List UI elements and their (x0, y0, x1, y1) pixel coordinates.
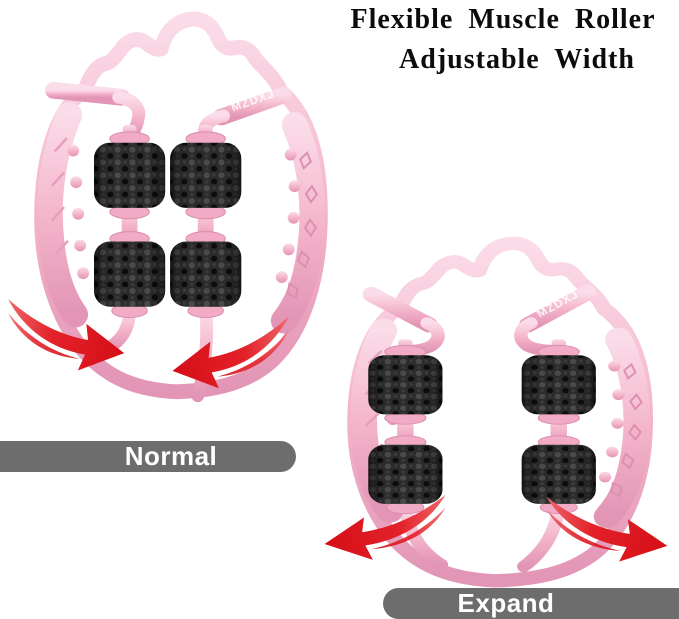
roll-inward-arrow-right (172, 316, 289, 389)
roller-stack-right (170, 124, 242, 319)
roller-stack-left (368, 339, 443, 515)
roll-inward-arrow-left (8, 298, 125, 371)
roller-stack-right (521, 339, 596, 515)
grip-slash-marks (51, 137, 69, 255)
title-line-1: Flexible Muscle Roller (350, 4, 656, 35)
expand-outward-arrow-left (324, 494, 446, 560)
normal-label-banner: Normal (0, 441, 296, 472)
normal-label: Normal (124, 441, 218, 471)
handle-grip-left (37, 102, 90, 328)
product-illustration-expanded-width: MZDXJ (324, 236, 668, 588)
grip-diamond-marks (286, 151, 319, 300)
grip-diamond-marks (610, 362, 643, 498)
product-illustration-normal-width: MZDXJ (8, 11, 328, 403)
roller-stack-left (94, 124, 166, 319)
page-title: Flexible Muscle Roller Adjustable Width (328, 0, 678, 80)
handle-grip-right (270, 112, 326, 334)
expand-label-banner: Expand (383, 588, 679, 619)
title-line-2: Adjustable Width (399, 44, 635, 75)
handle-grip-right (593, 327, 651, 529)
expand-outward-arrow-right (546, 496, 668, 562)
expand-label: Expand (457, 588, 555, 618)
